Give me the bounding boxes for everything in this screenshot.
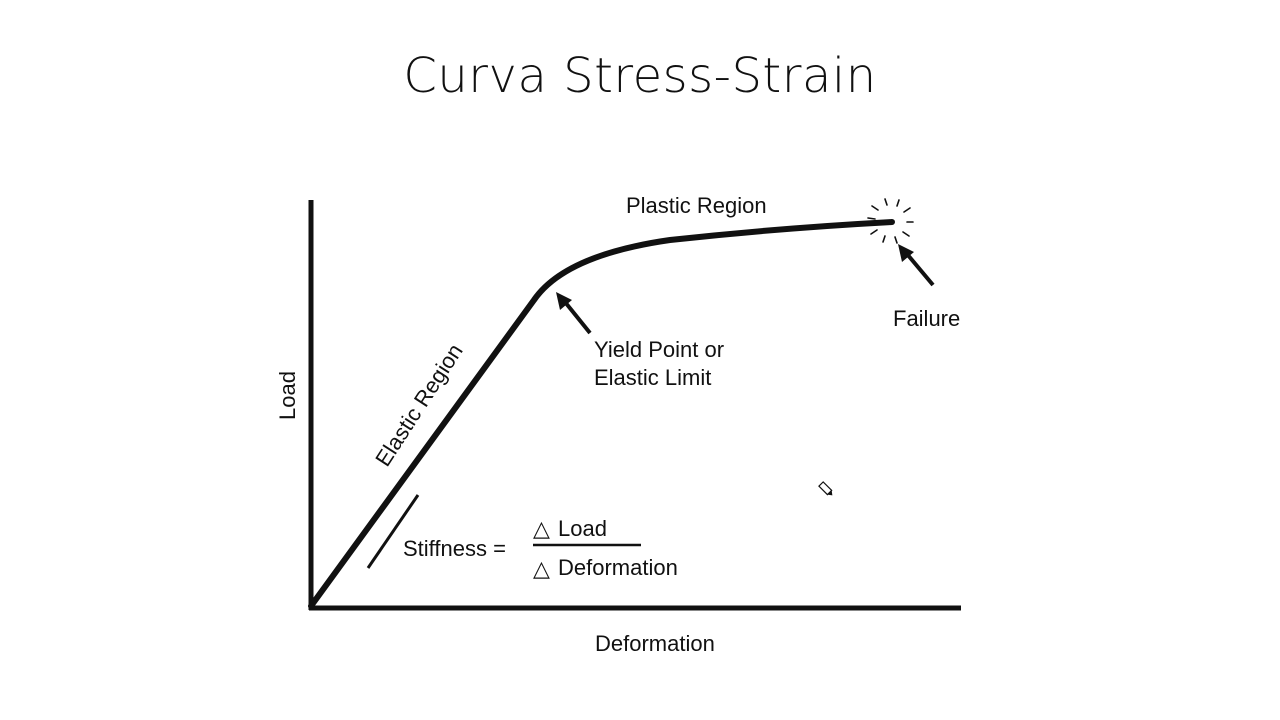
y-axis-label: Load [275,371,300,420]
fraction-numerator: Load [558,516,607,541]
slide-title: Curva Stress-Strain [403,48,877,104]
stiffness-line [366,494,420,569]
delta-symbol-top: △ [533,516,550,541]
elastic-region-label: Elastic Region [370,339,468,471]
yield-arrow [556,292,592,335]
burst-icon [867,198,914,244]
x-axis-label: Deformation [595,631,715,656]
stiffness-label: Stiffness = [403,536,506,561]
fraction-denominator: Deformation [558,555,678,580]
yield-label-line2: Elastic Limit [594,365,711,390]
delta-symbol-bottom: △ [533,556,550,581]
yield-label-line1: Yield Point or [594,337,724,362]
stress-strain-curve [308,219,895,609]
plastic-region-label: Plastic Region [626,193,767,218]
failure-arrow [898,244,935,287]
failure-label: Failure [893,306,960,331]
axes [308,200,961,611]
pencil-cursor-icon [818,481,833,496]
